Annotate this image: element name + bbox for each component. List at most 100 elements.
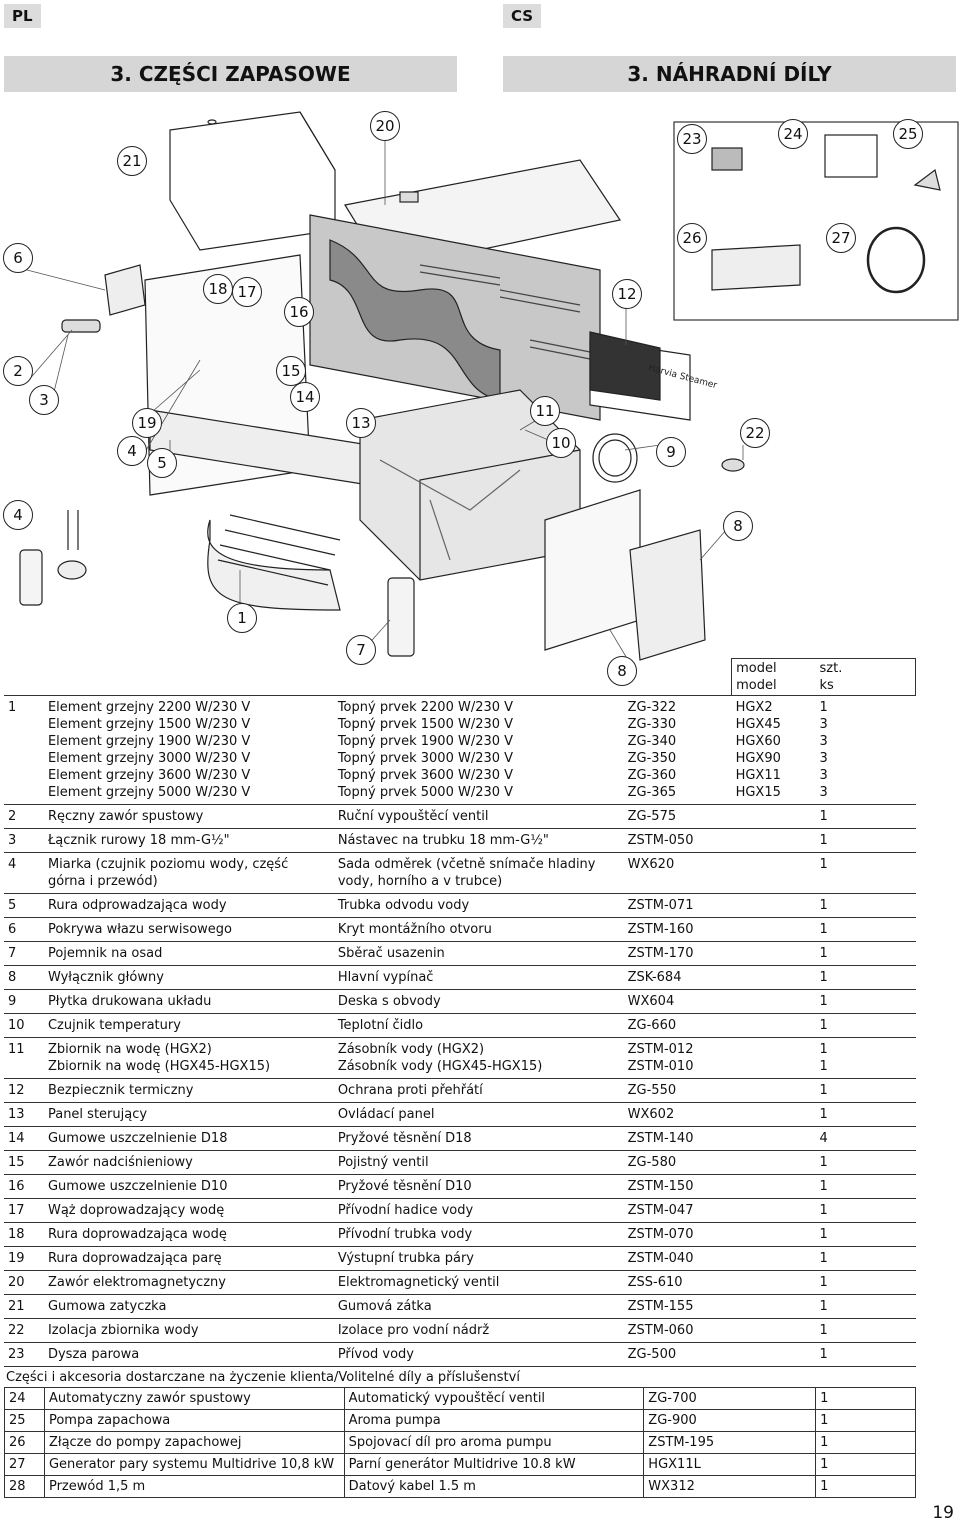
part-code: WX620 xyxy=(623,852,732,894)
accessory-name-cs: Spojovací díl pro aroma pumpu xyxy=(343,1431,645,1454)
callout-1: 1 xyxy=(227,603,257,633)
qty-header-pl: szt. xyxy=(819,661,843,676)
part-quantity: 1 xyxy=(815,1150,916,1175)
part-name-cs: Hlavní vypínač xyxy=(333,965,624,990)
part-number: 21 xyxy=(4,1294,44,1319)
part-code: ZSTM-047 xyxy=(623,1198,732,1223)
part-quantity: 1 xyxy=(815,1102,916,1127)
part-name-pl: Rura doprowadzająca parę xyxy=(43,1246,334,1271)
part-quantity: 1 xyxy=(815,1318,916,1343)
part-model xyxy=(731,1342,816,1367)
part-name-pl: Ręczny zawór spustowy xyxy=(43,804,334,829)
language-tag-cs: CS xyxy=(503,4,542,28)
part-name-pl: Gumowa zatyczka xyxy=(43,1294,334,1319)
accessory-number: 26 xyxy=(4,1431,45,1454)
part-name-pl: Izolacja zbiornika wody xyxy=(43,1318,334,1343)
part-quantity: 1 xyxy=(815,1222,916,1247)
part-model xyxy=(731,1150,816,1175)
part-number: 14 xyxy=(4,1126,44,1151)
model-header-cs: model xyxy=(736,678,777,693)
part-name-pl: Wąż doprowadzający wodę xyxy=(43,1198,334,1223)
accessory-code: WX312 xyxy=(643,1475,817,1498)
part-quantity: 1 xyxy=(815,1013,916,1038)
accessory-name-cs: Automatický vypouštěcí ventil xyxy=(343,1387,645,1410)
part-model xyxy=(731,1126,816,1151)
part-model xyxy=(731,989,816,1014)
callout-17: 16 xyxy=(284,297,314,327)
callout-27: 26 xyxy=(677,223,707,253)
callout-10: 9 xyxy=(656,437,686,467)
part-quantity: 1 xyxy=(815,1246,916,1271)
part-name-cs: Pojistný ventil xyxy=(333,1150,624,1175)
callout-2: 2 xyxy=(3,356,33,386)
part-name-cs: Ochrana proti přehřátí xyxy=(333,1078,624,1103)
part-number: 7 xyxy=(4,941,44,966)
part-name-pl: Łącznik rurowy 18 mm-G½" xyxy=(43,828,334,853)
part-quantity: 1 xyxy=(815,1078,916,1103)
part-name-pl: Pojemnik na osad xyxy=(43,941,334,966)
language-tag-pl: PL xyxy=(4,4,41,28)
part-number: 18 xyxy=(4,1222,44,1247)
part-quantity: 1 xyxy=(815,1198,916,1223)
callout-21: 20 xyxy=(370,111,400,141)
part-name-cs: Přívodní hadice vody xyxy=(333,1198,624,1223)
part-name-pl: Panel sterujący xyxy=(43,1102,334,1127)
part-number: 8 xyxy=(4,965,44,990)
part-quantity: 1 xyxy=(815,941,916,966)
accessory-code: ZSTM-195 xyxy=(643,1431,817,1454)
callout-5: 5 xyxy=(147,448,177,478)
part-name-pl: Gumowe uszczelnienie D10 xyxy=(43,1174,334,1199)
part-name-cs: Přívod vody xyxy=(333,1342,624,1367)
part-number: 22 xyxy=(4,1318,44,1343)
accessory-quantity: 1 xyxy=(815,1475,916,1498)
part-quantity: 1 xyxy=(815,852,916,894)
callout-4-gauge: 4 xyxy=(3,500,33,530)
callout-4-main: 4 xyxy=(117,436,147,466)
part-name-pl: Zawór nadciśnieniowy xyxy=(43,1150,334,1175)
accessory-name-pl: Automatyczny zawór spustowy xyxy=(43,1387,345,1410)
part-model xyxy=(731,852,816,894)
callout-6: 6 xyxy=(3,243,33,273)
part-quantity: 1 xyxy=(815,1270,916,1295)
part-code: ZSTM-050 xyxy=(623,828,732,853)
part-number: 11 xyxy=(4,1037,44,1079)
part-number: 12 xyxy=(4,1078,44,1103)
part-quantity: 1 xyxy=(815,917,916,942)
part-model xyxy=(731,1102,816,1127)
part-number: 2 xyxy=(4,804,44,829)
part-number: 5 xyxy=(4,893,44,918)
part-model xyxy=(731,1174,816,1199)
callout-24: 23 xyxy=(677,124,707,154)
part-name-pl: Zawór elektromagnetyczny xyxy=(43,1270,334,1295)
part-code: ZSTM-060 xyxy=(623,1318,732,1343)
callout-12: 11 xyxy=(530,396,560,426)
part-name-pl: Płytka drukowana układu xyxy=(43,989,334,1014)
callout-16: 15 xyxy=(276,356,306,386)
callout-19: 18 xyxy=(203,274,233,304)
part-model xyxy=(731,941,816,966)
part-quantity: 1 xyxy=(815,804,916,829)
accessory-name-pl: Generator pary systemu Multidrive 10,8 k… xyxy=(43,1453,345,1476)
part-model xyxy=(731,965,816,990)
part-name-pl: Rura doprowadzająca wodę xyxy=(43,1222,334,1247)
accessory-name-pl: Złącze do pompy zapachowej xyxy=(43,1431,345,1454)
part-code: ZSTM-070 xyxy=(623,1222,732,1247)
accessory-quantity: 1 xyxy=(815,1453,916,1476)
